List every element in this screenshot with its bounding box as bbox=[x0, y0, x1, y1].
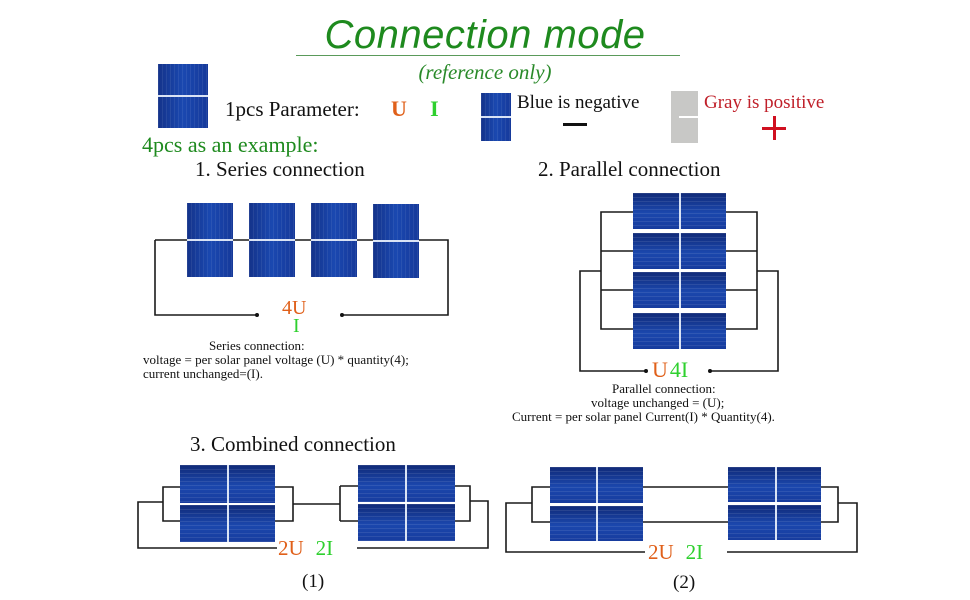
combined-2-wiring bbox=[505, 486, 858, 553]
series-panel bbox=[187, 203, 233, 277]
series-caption-voltage: voltage = per solar panel voltage (U) * … bbox=[143, 352, 409, 367]
gray-positive-label: Gray is positive bbox=[704, 92, 825, 113]
series-wiring bbox=[154, 239, 449, 317]
c2-left-bus bbox=[531, 486, 550, 523]
combined-2-current-label: 2I bbox=[685, 540, 704, 564]
parallel-title: 2. Parallel connection bbox=[538, 157, 721, 181]
combined-1-panel bbox=[358, 504, 455, 541]
series-caption-title: Series connection: bbox=[209, 338, 305, 353]
combined-1-panel bbox=[358, 465, 455, 502]
combined-2-voltage-label: 2U bbox=[648, 540, 674, 564]
series-title: 1. Series connection bbox=[195, 157, 365, 181]
sample-blue-panel bbox=[158, 64, 208, 128]
combined-1-current-label: 2I bbox=[315, 536, 334, 560]
parallel-wiring bbox=[579, 211, 779, 373]
gray-positive-panel bbox=[671, 91, 698, 143]
parallel-terminal-left bbox=[644, 369, 648, 373]
combined-title: 3. Combined connection bbox=[190, 432, 396, 456]
parallel-output-label: U4I bbox=[652, 357, 688, 383]
parallel-panel bbox=[633, 193, 726, 229]
parallel-caption-voltage: voltage unchanged = (U); bbox=[591, 395, 725, 410]
c1-left-bus-b bbox=[339, 485, 358, 522]
series-current-label: I bbox=[293, 315, 300, 337]
parallel-bus-right bbox=[726, 211, 758, 330]
series-wire-left bbox=[154, 240, 257, 316]
page-title: Connection mode bbox=[324, 13, 646, 57]
parallel-terminal-right bbox=[708, 369, 712, 373]
combined-2-label: (2) bbox=[673, 572, 696, 593]
combined-2-output-label: 2U 2I bbox=[648, 540, 703, 565]
combined-1-panel bbox=[180, 465, 275, 503]
combined-2-panel bbox=[550, 467, 643, 503]
parallel-caption-current: Current = per solar panel Current(I) * Q… bbox=[512, 409, 775, 424]
combined-2-panel bbox=[550, 506, 643, 541]
parallel-lead-right bbox=[710, 270, 779, 372]
series-caption-current: current unchanged=(I). bbox=[143, 366, 263, 381]
c1-lead-left bbox=[137, 501, 277, 549]
parallel-panel bbox=[633, 313, 726, 349]
combined-1-wiring bbox=[137, 485, 489, 549]
voltage-symbol: U bbox=[390, 96, 407, 121]
series-terminal-negative bbox=[255, 313, 259, 317]
series-panel bbox=[373, 204, 419, 278]
parallel-voltage-label: U bbox=[652, 357, 668, 382]
parameter-legend: 1pcs Parameter: U I bbox=[225, 96, 439, 122]
parallel-bus-left bbox=[600, 211, 633, 330]
parallel-panel bbox=[633, 272, 726, 308]
combined-1-voltage-label: 2U bbox=[278, 536, 304, 560]
parallel-lead-left bbox=[579, 270, 646, 372]
parallel-panel bbox=[633, 233, 726, 269]
c1-right-bus-b bbox=[455, 485, 471, 522]
series-panel bbox=[311, 203, 357, 277]
page-subtitle: (reference only) bbox=[418, 60, 552, 84]
parallel-caption-title: Parallel connection: bbox=[612, 381, 716, 396]
series-voltage-label: 4U bbox=[282, 297, 307, 319]
combined-2-panel bbox=[728, 467, 821, 502]
title-underline bbox=[296, 55, 680, 56]
series-wire-top bbox=[155, 239, 449, 316]
parallel-current-label: 4I bbox=[669, 357, 689, 382]
blue-negative-label: Blue is negative bbox=[517, 92, 640, 113]
parameter-label: 1pcs Parameter: bbox=[225, 97, 360, 121]
c1-lead-right bbox=[357, 500, 489, 549]
current-symbol: I bbox=[430, 96, 439, 121]
minus-icon bbox=[563, 123, 587, 126]
c2-right-bus bbox=[821, 486, 839, 523]
series-terminal-positive bbox=[340, 313, 344, 317]
combined-1-panel bbox=[180, 505, 275, 542]
c1-left-bus-a bbox=[162, 486, 180, 522]
c2-lead-left bbox=[505, 502, 645, 553]
combined-1-output-label: 2U 2I bbox=[278, 536, 333, 561]
c1-right-bus-a bbox=[275, 486, 294, 522]
plus-icon bbox=[762, 116, 786, 140]
blue-negative-panel bbox=[481, 93, 511, 141]
c2-links bbox=[643, 486, 728, 523]
combined-1-label: (1) bbox=[302, 571, 325, 592]
combined-2-panel bbox=[728, 505, 821, 540]
example-label: 4pcs as an example: bbox=[142, 132, 319, 157]
series-panel bbox=[249, 203, 295, 277]
c2-lead-right bbox=[727, 502, 858, 553]
